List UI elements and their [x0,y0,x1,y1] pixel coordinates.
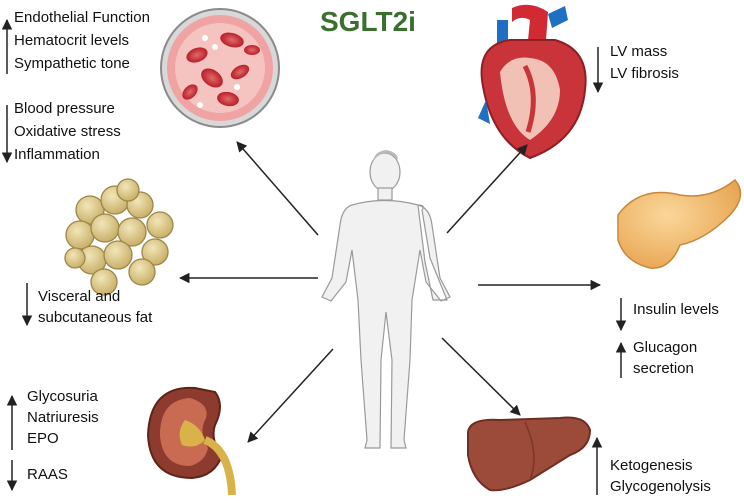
kidney-down-effects: RAAS [27,463,68,486]
vessel-up-item: Sympathetic tone [14,55,130,72]
pancreas-up-effects: Glucagon secretion [633,337,697,379]
liver-effects: Ketogenesis Glycogenolysis [610,455,711,497]
pancreas-illustration [617,178,742,269]
arrow-to-heart [446,144,528,234]
pancreas-up-item: secretion [633,360,694,377]
human-body-figure [321,150,451,449]
arrow-to-vessel [236,141,319,236]
pancreas-down-item: Insulin levels [633,301,719,318]
liver-up-item: Ketogenesis [610,457,693,474]
fat-down-item: Visceral and [38,288,121,305]
kidney-down-item: RAAS [27,466,68,483]
vessel-up-effects: Endothelial Function Hematocrit levels S… [14,6,150,75]
arrow-to-liver [441,337,521,416]
connector-arrows [178,141,602,443]
heart-down-item: LV fibrosis [610,65,679,82]
kidney-up-item: EPO [27,430,59,447]
kidney-up-item: Glycosuria [27,388,98,405]
kidney-up-effects: Glycosuria Natriuresis EPO [27,386,99,449]
pancreas-down-effects: Insulin levels [633,298,719,321]
vessel-down-effects: Blood pressure Oxidative stress Inflamma… [14,97,121,166]
vessel-up-item: Endothelial Function [14,9,150,26]
heart-effects: LV mass LV fibrosis [610,41,679,85]
vessel-down-item: Blood pressure [14,100,115,117]
fat-down-item: subcutaneous fat [38,309,153,326]
vessel-down-item: Inflammation [14,146,100,163]
liver-illustration [467,416,592,492]
vessel-up-item: Hematocrit levels [14,32,130,49]
vessel-down-item: Oxidative stress [14,123,121,140]
arrow-to-kidney [247,348,334,443]
kidney-illustration [146,386,236,496]
liver-up-item: Glycogenolysis [610,478,711,495]
kidney-up-item: Natriuresis [27,409,99,426]
adipose-tissue-illustration [64,178,174,296]
blood-vessel-illustration [160,8,280,128]
pancreas-up-item: Glucagon [633,339,698,356]
diagram-title: SGLT2i [320,6,416,37]
fat-effects: Visceral and subcutaneous fat [38,286,152,328]
heart-illustration [478,4,587,160]
heart-down-item: LV mass [610,43,668,60]
